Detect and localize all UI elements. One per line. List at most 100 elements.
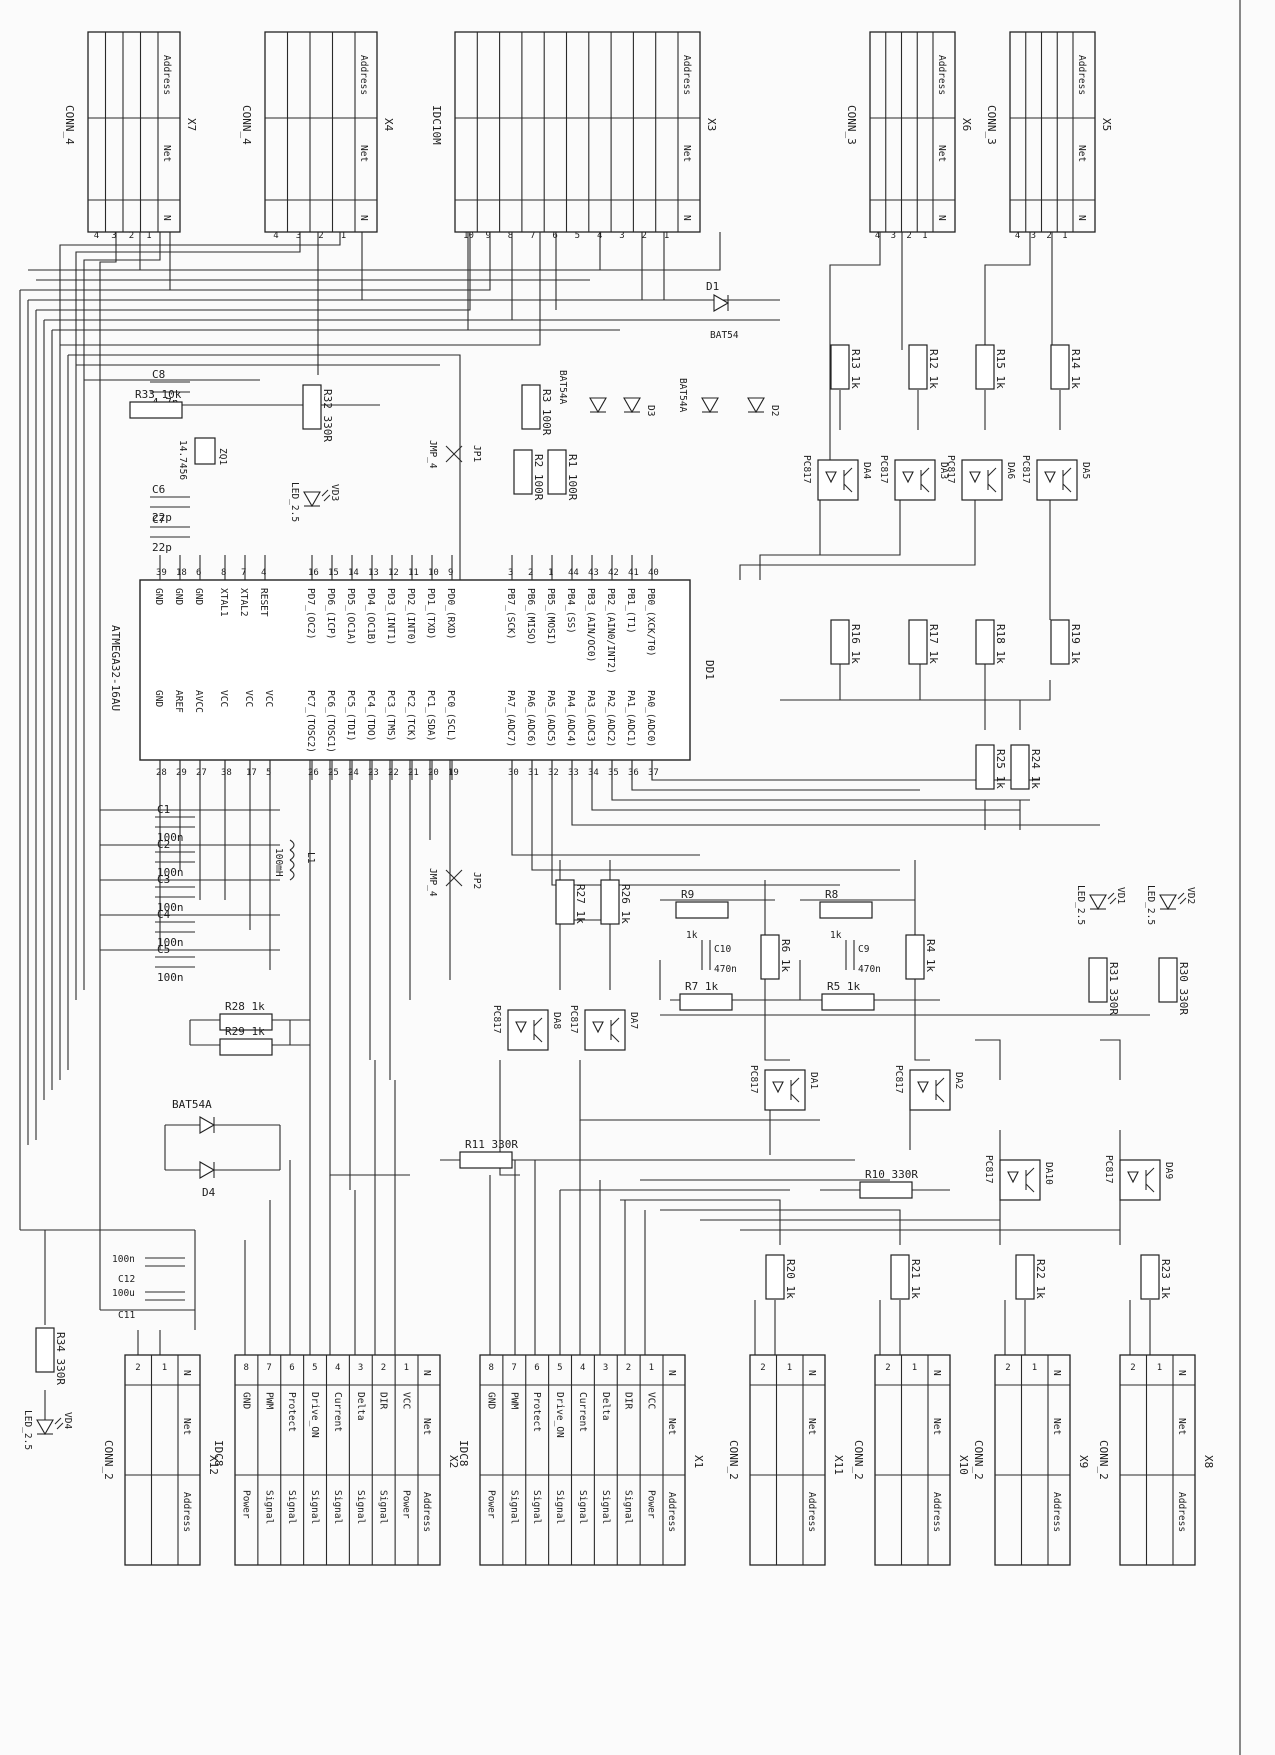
mcu-pin-number: 35 bbox=[608, 768, 619, 778]
connector-pin-number: 5 bbox=[557, 1363, 562, 1373]
connector-pin-number: 9 bbox=[485, 231, 490, 241]
led-vd2-ref: VD2 bbox=[1185, 887, 1196, 904]
opto-da4-transistor bbox=[843, 467, 853, 477]
mcu-pin-number: 7 bbox=[241, 568, 246, 578]
opto-da8-led bbox=[515, 1021, 527, 1034]
mcu-pin-number: 25 bbox=[328, 768, 339, 778]
connector-pin-number: 7 bbox=[511, 1363, 516, 1373]
mcu-pin-number: 17 bbox=[246, 768, 257, 778]
opto-da3-body bbox=[894, 459, 936, 501]
resistor-r13-label: R13 1k bbox=[849, 349, 862, 389]
connector-pin-number: 1 bbox=[341, 231, 346, 241]
connector-header-net: Net bbox=[1051, 1418, 1062, 1435]
resistor-r24 bbox=[1010, 744, 1030, 790]
mcu-pin-name: PA4_(ADC4) bbox=[565, 690, 576, 747]
resistor-r11 bbox=[459, 1151, 513, 1169]
connector-pin-number: 4 bbox=[580, 1363, 585, 1373]
connector-address: Signal bbox=[577, 1490, 588, 1524]
connector-header-address: Address bbox=[181, 1492, 192, 1532]
connector-pin-number: 4 bbox=[335, 1363, 340, 1373]
trimmer-r9-value: 1k bbox=[686, 930, 698, 941]
resistor-r18-label: R18 1k bbox=[994, 624, 1007, 664]
connector-frame bbox=[869, 31, 956, 233]
connector-pin-number: 4 bbox=[273, 231, 278, 241]
mcu-pin-number: 27 bbox=[196, 768, 207, 778]
opto-da4-part: PC817 bbox=[801, 455, 812, 484]
resistor-r23 bbox=[1140, 1254, 1160, 1300]
crystal-zq1-value: 14.7456 bbox=[177, 440, 188, 480]
connector-header-net: Net bbox=[421, 1418, 432, 1435]
opto-da10-transistor bbox=[1025, 1183, 1035, 1193]
mcu-pin-name: PD4_(OC1B) bbox=[365, 588, 376, 645]
resistor-r6-label: R6 1k bbox=[779, 939, 792, 972]
connector-frame bbox=[264, 31, 378, 233]
opto-da2-ref: DA2 bbox=[953, 1072, 964, 1089]
mcu-pin-number: 16 bbox=[308, 568, 319, 578]
connector-pin-number: 2 bbox=[318, 231, 323, 241]
connector-header-address: Address bbox=[806, 1492, 817, 1532]
connector-frame bbox=[874, 1354, 951, 1566]
connector-ref: X9 bbox=[1077, 1455, 1090, 1468]
opto-da9-led bbox=[1127, 1171, 1139, 1184]
resistor-r27 bbox=[555, 879, 575, 925]
mcu-pin-name: PB2_(AIN0/INT2) bbox=[605, 588, 616, 674]
connector-pin-number: 2 bbox=[642, 231, 647, 241]
opto-da2-body bbox=[909, 1069, 951, 1111]
mcu-pin-number: 39 bbox=[156, 568, 167, 578]
resistor-r31 bbox=[1088, 957, 1108, 1003]
resistor-r31-label: R31 330R bbox=[1107, 962, 1120, 1015]
mcu-pin-name: GND bbox=[153, 690, 164, 707]
resistor-r5-label: R5 1k bbox=[827, 980, 860, 993]
resistor-r34 bbox=[35, 1327, 55, 1373]
opto-da6-body bbox=[961, 459, 1003, 501]
connector-type: CONN_2 bbox=[972, 1440, 985, 1480]
resistor-r3-label: R3 100R bbox=[540, 389, 553, 436]
connector-net-name: Delta bbox=[355, 1392, 366, 1421]
resistor-r14-label: R14 1k bbox=[1069, 349, 1082, 389]
capacitor-c5-ref: C5 bbox=[157, 943, 170, 956]
connector-pin-number: 3 bbox=[619, 231, 624, 241]
connector-net-name: GND bbox=[485, 1392, 496, 1409]
diode-d3b bbox=[623, 397, 641, 414]
resistor-r33-label: R33 10k bbox=[135, 388, 182, 401]
inductor-l1 bbox=[289, 869, 295, 881]
connector-pin-number: 2 bbox=[1046, 231, 1051, 241]
opto-da9-ref: DA9 bbox=[1163, 1162, 1174, 1179]
connector-ref: X10 bbox=[957, 1455, 970, 1475]
led-vd4-ray bbox=[56, 1422, 64, 1430]
capacitor-c10-ref: C10 bbox=[714, 944, 731, 955]
connector-header-net: Net bbox=[1176, 1418, 1187, 1435]
opto-da1-led bbox=[772, 1081, 784, 1094]
capacitor-c11-value: 100u bbox=[112, 1288, 135, 1299]
jumper-jp1 bbox=[445, 445, 463, 463]
opto-da6-transistor bbox=[987, 483, 997, 493]
led-vd1-value: LED_2.5 bbox=[1075, 885, 1086, 925]
opto-da7-transistor bbox=[610, 1017, 620, 1027]
mcu-pin-number: 8 bbox=[221, 568, 226, 578]
connector-pin-number: 1 bbox=[162, 1363, 167, 1373]
resistor-r4-label: R4 1k bbox=[924, 939, 937, 972]
resistor-r28 bbox=[219, 1013, 273, 1031]
mcu-pin-name: XTAL2 bbox=[238, 588, 249, 617]
opto-da1-part: PC817 bbox=[748, 1065, 759, 1094]
resistor-r21 bbox=[890, 1254, 910, 1300]
mcu-pin-name: PD0_(RXD) bbox=[445, 588, 456, 639]
resistor-r12 bbox=[908, 344, 928, 390]
connector-address: Signal bbox=[378, 1490, 389, 1524]
inductor-l1 bbox=[289, 859, 295, 871]
connector-ref: X6 bbox=[960, 118, 973, 131]
connector-pin-number: 8 bbox=[508, 231, 513, 241]
led-vd4-ray bbox=[54, 1417, 62, 1425]
opto-da10-ref: DA10 bbox=[1043, 1162, 1054, 1185]
connector-frame bbox=[479, 1354, 686, 1566]
mcu-pin-name: PD1_(TXD) bbox=[425, 588, 436, 639]
connector-net-name: Current bbox=[577, 1392, 588, 1432]
connector-net-name: DIR bbox=[378, 1392, 389, 1409]
connector-pin-number: 2 bbox=[1005, 1363, 1010, 1373]
led-vd1-ref: VD1 bbox=[1115, 887, 1126, 904]
connector-header-net: Net bbox=[931, 1418, 942, 1435]
connector-pin-number: 8 bbox=[488, 1363, 493, 1373]
resistor-r6 bbox=[760, 934, 780, 980]
